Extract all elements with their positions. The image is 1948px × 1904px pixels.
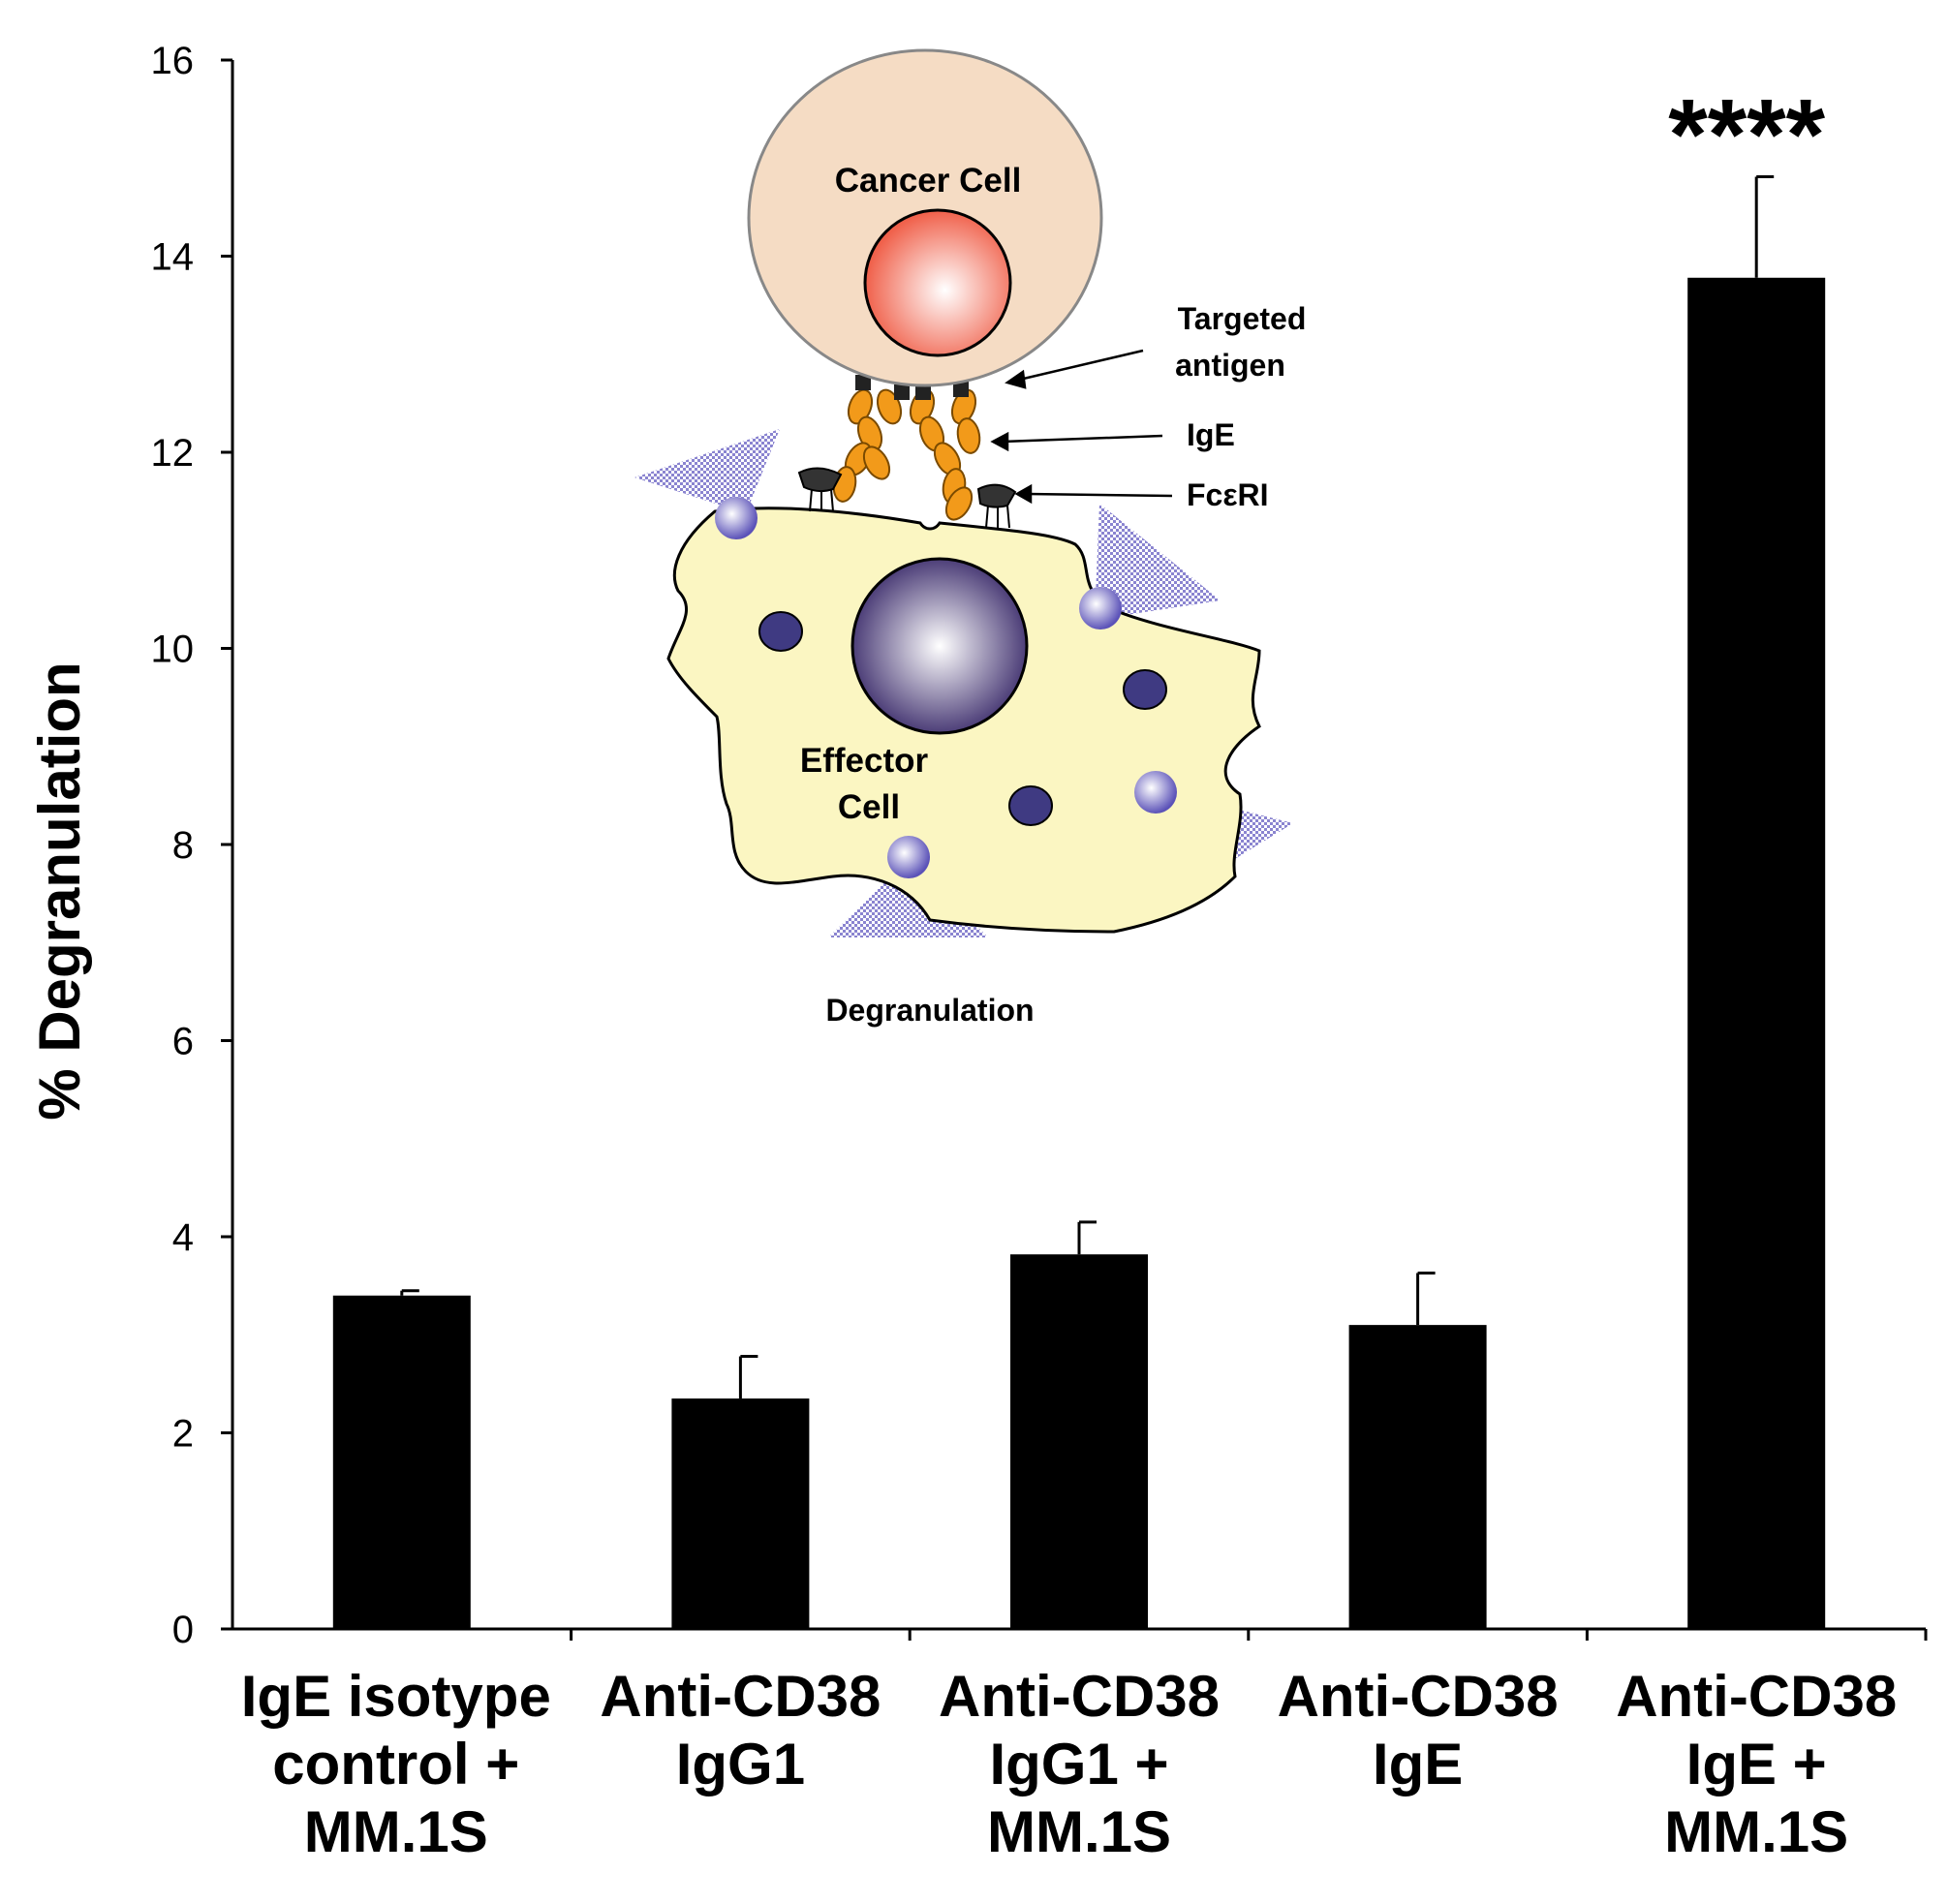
cancer-cell-label: Cancer Cell [835, 162, 1022, 200]
y-tick-label: 10 [151, 629, 195, 671]
effector-cell-label-line1: Effector [800, 742, 929, 780]
ige-antibodies [832, 388, 981, 521]
category-label: Anti-CD38 [1616, 1664, 1897, 1729]
granule-releasing [1134, 771, 1177, 814]
significance-marker: **** [1668, 78, 1825, 191]
y-axis-ticks: 0 2 4 6 8 10 12 14 16 [151, 40, 232, 1651]
category-label: MM.1S [987, 1799, 1171, 1864]
category-label: IgE isotype [241, 1664, 551, 1729]
y-axis-label: % Degranulation [27, 661, 92, 1120]
degranulation-label: Degranulation [825, 993, 1034, 1028]
category-label: IgG1 [676, 1732, 805, 1797]
category-label: Anti-CD38 [600, 1664, 881, 1729]
effector-cell-label-line2: Cell [838, 788, 900, 826]
targeted-antigen-label-line2: antigen [1175, 348, 1285, 383]
bar [1010, 1254, 1148, 1629]
targeted-antigen-label-line1: Targeted [1178, 301, 1307, 336]
cancer-nucleus [863, 208, 1012, 357]
granule [758, 611, 803, 652]
bar [671, 1398, 810, 1629]
x-axis-ticks [570, 1629, 1928, 1641]
bar [332, 1295, 471, 1629]
granule-releasing [1079, 587, 1122, 630]
category-label: Anti-CD38 [939, 1664, 1220, 1729]
granule [1008, 785, 1053, 826]
y-tick-label: 12 [151, 432, 195, 475]
bar [1348, 1325, 1487, 1629]
y-tick-label: 8 [172, 824, 194, 867]
bar [1687, 277, 1826, 1629]
y-tick-label: 0 [172, 1609, 194, 1651]
category-label: IgE [1373, 1732, 1463, 1797]
category-label: control + [272, 1732, 519, 1797]
targeted-antigens [855, 375, 969, 400]
category-label: IgE + [1686, 1732, 1827, 1797]
annotation-arrows [990, 349, 1173, 505]
category-label: Anti-CD38 [1278, 1664, 1559, 1729]
category-label: MM.1S [304, 1799, 488, 1864]
granule-releasing [715, 497, 758, 539]
inset-diagram: Cancer Cell Targeted antigen IgE FcεRI E… [634, 48, 1307, 1028]
fcer-receptors [797, 467, 1017, 529]
granule-releasing [887, 836, 930, 878]
y-tick-label: 4 [172, 1216, 194, 1259]
y-tick-label: 2 [172, 1413, 194, 1456]
category-label: MM.1S [1664, 1799, 1848, 1864]
granule-release-right-top [1095, 504, 1221, 620]
granule [1123, 669, 1167, 710]
fcer-label: FcεRI [1187, 477, 1269, 512]
bars: **** [332, 78, 1826, 1629]
y-tick-label: 6 [172, 1021, 194, 1063]
y-tick-label: 14 [151, 236, 195, 279]
category-label: IgG1 + [989, 1732, 1168, 1797]
effector-nucleus [850, 557, 1029, 735]
granule-release-top-left [634, 429, 780, 513]
ige-label: IgE [1187, 417, 1235, 452]
y-tick-label: 16 [151, 40, 195, 82]
